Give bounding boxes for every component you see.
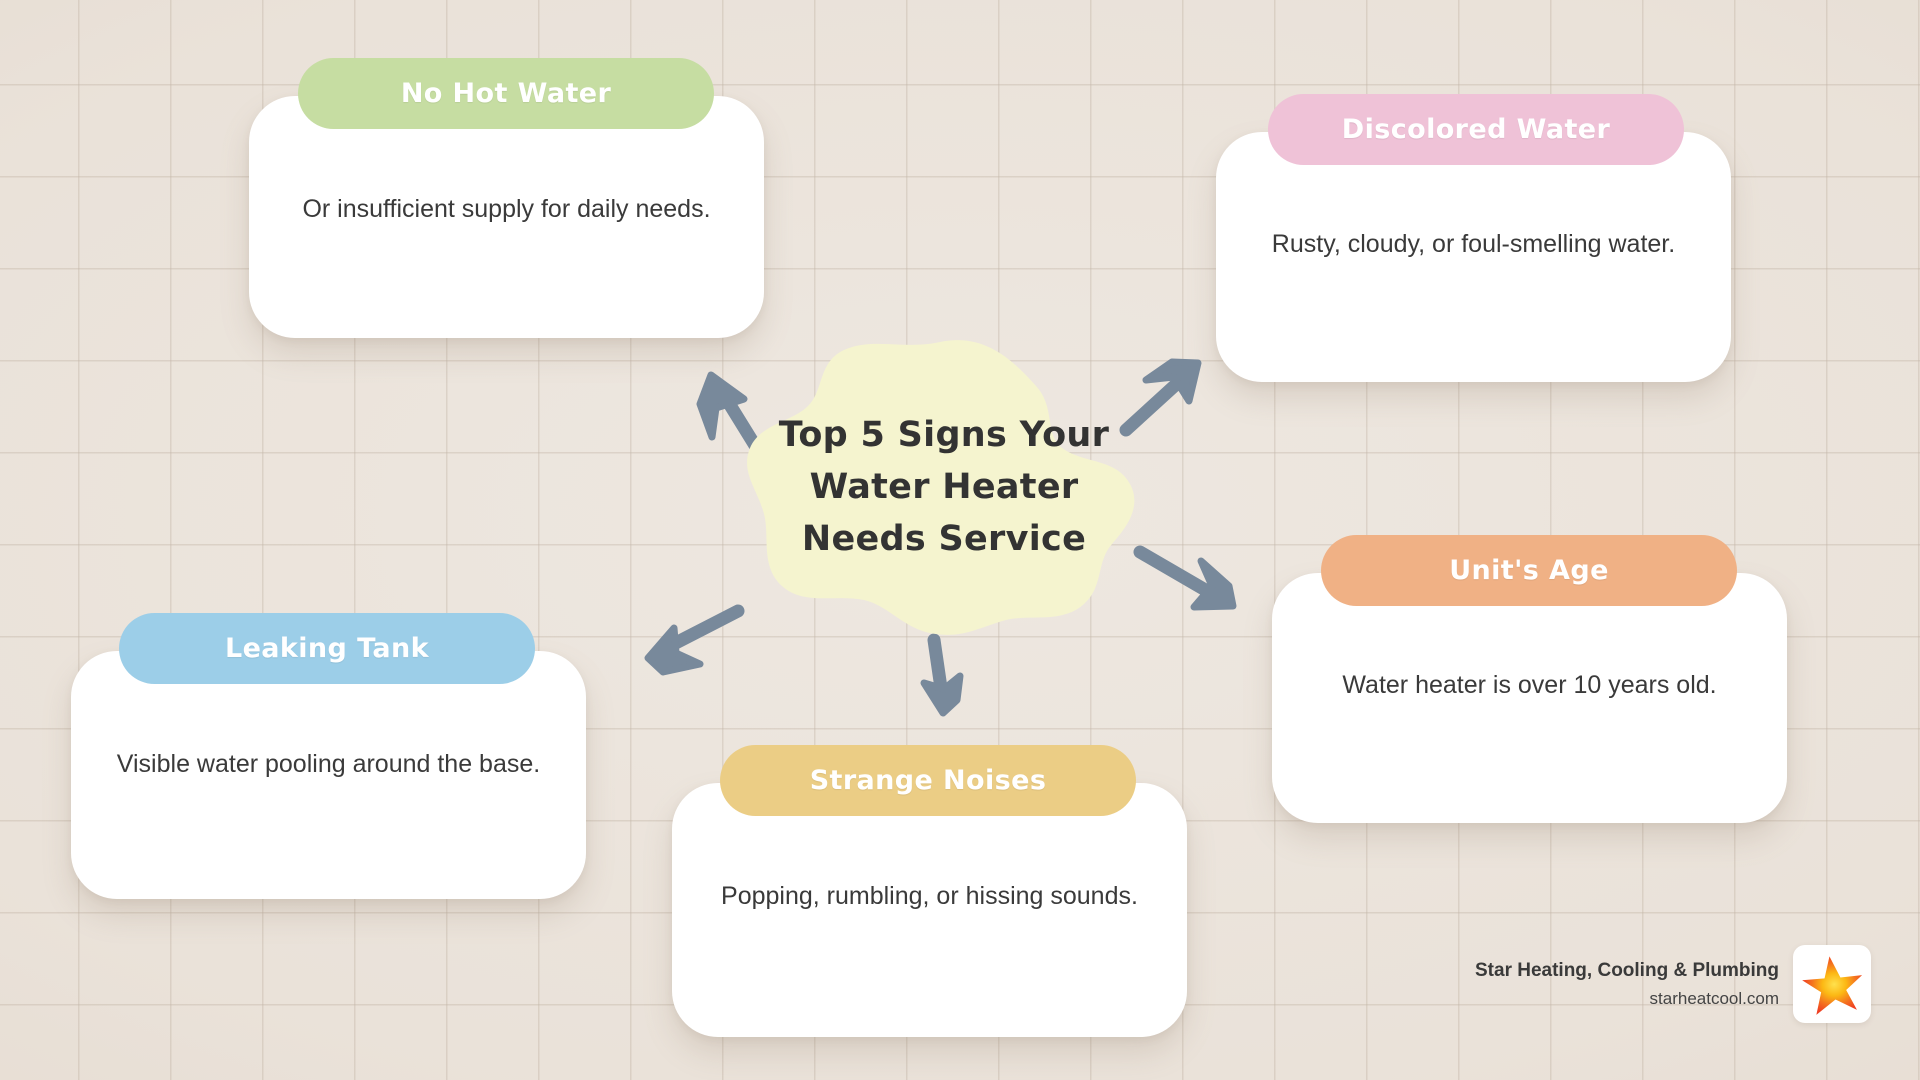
arrow-to-strange-noises bbox=[920, 633, 964, 717]
card-heading-pill-strange-noises: Strange Noises bbox=[720, 745, 1136, 816]
title-line-3: Needs Service bbox=[801, 519, 1087, 559]
company-logo bbox=[1793, 945, 1871, 1023]
card-surface bbox=[249, 96, 764, 338]
company-website[interactable]: starheatcool.com bbox=[1649, 988, 1779, 1008]
blob-shape bbox=[747, 340, 1135, 635]
branding-text: Star Heating, Cooling & Plumbing starhea… bbox=[1475, 957, 1779, 1011]
branding: Star Heating, Cooling & Plumbing starhea… bbox=[1475, 945, 1871, 1023]
star-icon bbox=[1802, 956, 1863, 1015]
card-surface bbox=[672, 783, 1187, 1037]
card-heading-pill-leaking-tank: Leaking Tank bbox=[119, 613, 535, 684]
card-description-units-age: Water heater is over 10 years old. bbox=[1342, 671, 1717, 699]
card-units-age[interactable]: Unit's Age Water heater is over 10 years… bbox=[1272, 535, 1787, 825]
card-description-strange-noises: Popping, rumbling, or hissing sounds. bbox=[721, 882, 1138, 910]
card-strange-noises[interactable]: Strange Noises Popping, rumbling, or his… bbox=[672, 745, 1187, 1037]
card-description-no-hot-water: Or insufficient supply for daily needs. bbox=[302, 195, 711, 223]
card-surface bbox=[1272, 573, 1787, 823]
title-line-1: Top 5 Signs Your bbox=[778, 415, 1110, 455]
card-heading-pill-no-hot-water: No Hot Water bbox=[298, 58, 714, 129]
title-line-2: Water Heater bbox=[809, 467, 1079, 507]
card-heading-pill-discolored-water: Discolored Water bbox=[1268, 94, 1684, 165]
arrow-to-leaking-tank bbox=[644, 604, 745, 676]
card-surface bbox=[71, 651, 586, 899]
card-heading-pill-units-age: Unit's Age bbox=[1321, 535, 1737, 606]
card-description-leaking-tank: Visible water pooling around the base. bbox=[116, 750, 541, 778]
card-leaking-tank[interactable]: Leaking Tank Visible water pooling aroun… bbox=[71, 613, 586, 899]
card-surface bbox=[1216, 132, 1731, 382]
card-description-discolored-water: Rusty, cloudy, or foul-smelling water. bbox=[1271, 230, 1676, 258]
arrow-to-units-age bbox=[1133, 545, 1237, 611]
card-discolored-water[interactable]: Discolored Water Rusty, cloudy, or foul-… bbox=[1216, 94, 1731, 384]
card-no-hot-water[interactable]: No Hot Water Or insufficient supply for … bbox=[249, 58, 764, 338]
center-blob: Top 5 Signs Your Water Heater Needs Serv… bbox=[744, 338, 1144, 636]
page-title: Top 5 Signs Your Water Heater Needs Serv… bbox=[744, 338, 1144, 636]
company-name: Star Heating, Cooling & Plumbing bbox=[1475, 960, 1779, 981]
